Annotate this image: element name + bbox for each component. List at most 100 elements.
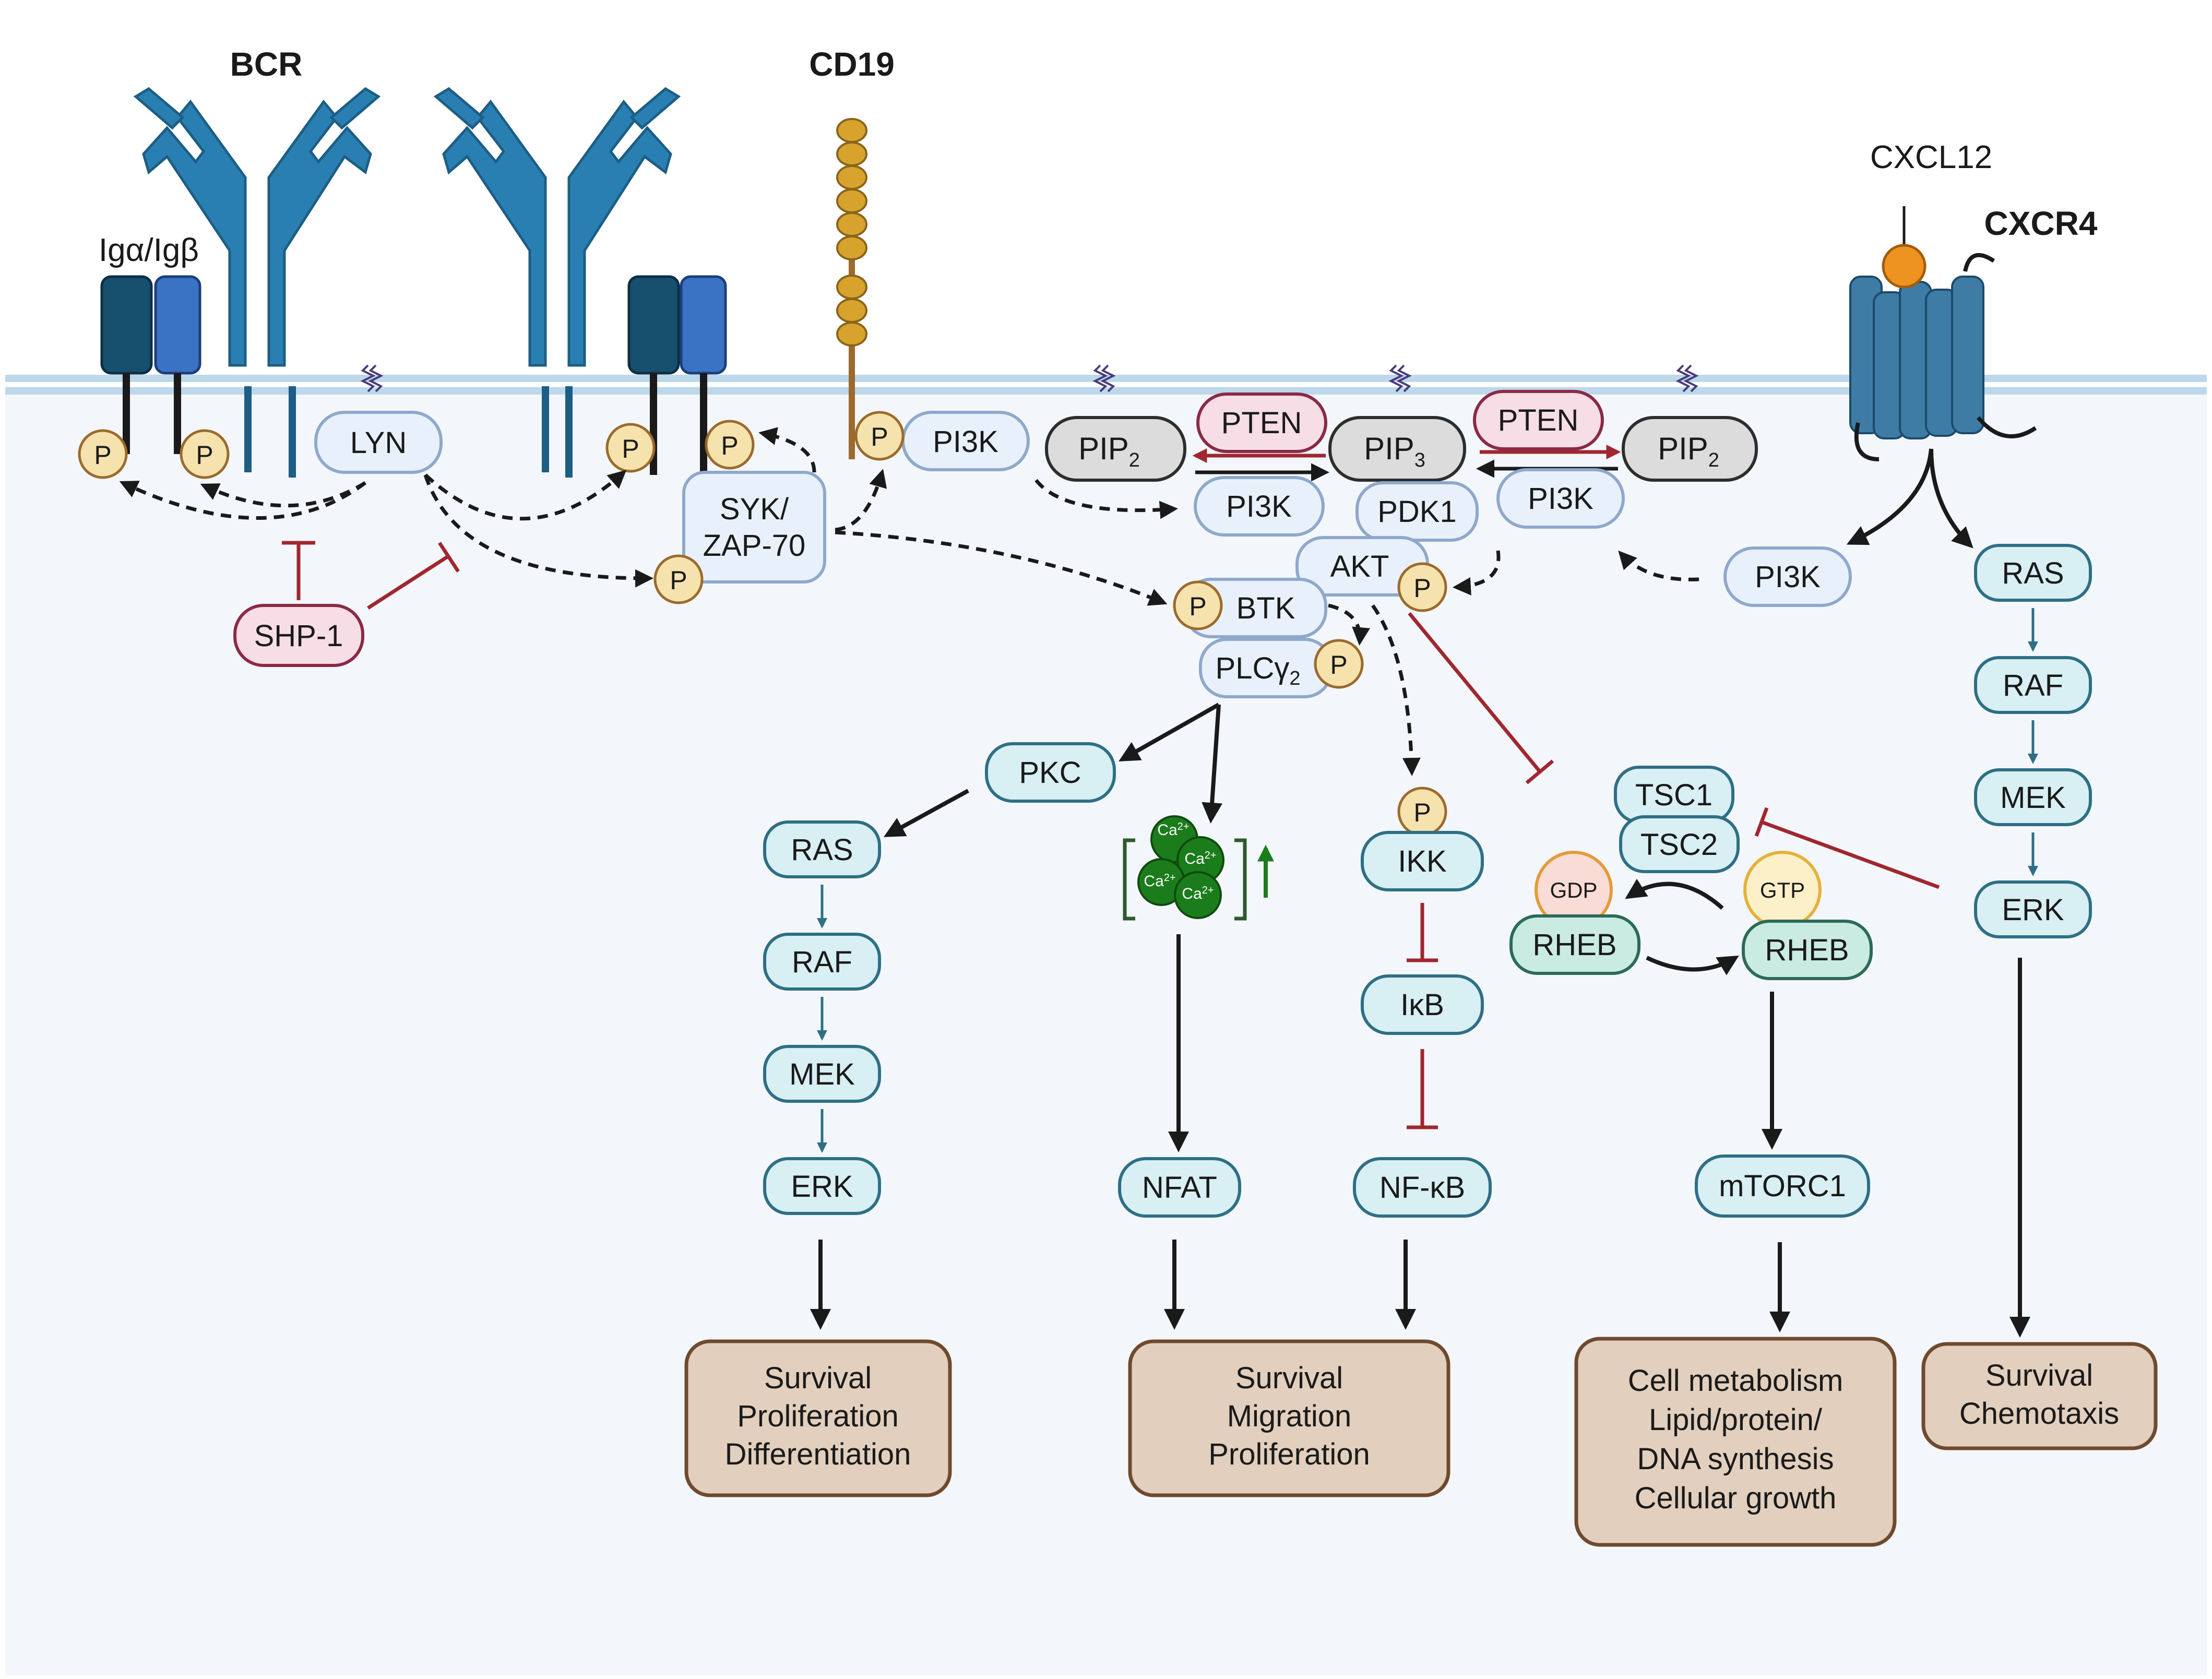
node-pi3k-cd19: PI3K xyxy=(901,411,1030,471)
node-raf-right: RAF xyxy=(1974,656,2092,714)
pip2-to-pi3k xyxy=(1034,479,1178,519)
cxcr4-loop-top xyxy=(1963,253,1995,272)
syk-to-igb-right xyxy=(758,427,816,473)
ikk-ikb-inhibitions xyxy=(1407,903,1438,1129)
pten-right-label: PTEN xyxy=(1498,403,1579,437)
svg-text:P: P xyxy=(871,422,888,451)
p-ikk: P xyxy=(1397,787,1447,837)
cxcr4-pi3k-to-pi3k xyxy=(1618,550,1699,581)
svg-text:RAF: RAF xyxy=(2003,669,2063,702)
syk-label-line1: SYK/ xyxy=(720,492,789,526)
svg-text:Ca2+: Ca2+ xyxy=(1182,885,1214,902)
node-pkc: PKC xyxy=(985,742,1116,803)
akt-label: AKT xyxy=(1330,550,1389,584)
svg-text:ERK: ERK xyxy=(2002,893,2064,927)
svg-text:mTORC1: mTORC1 xyxy=(1719,1169,1846,1203)
lyn-to-iga-right xyxy=(424,470,627,521)
svg-text:Cell metabolism: Cell metabolism xyxy=(1628,1364,1844,1398)
node-mek-right: MEK xyxy=(1974,768,2092,826)
bcr-receptor-left xyxy=(133,87,381,367)
p-btk: P xyxy=(1173,580,1223,630)
p-iga-right: P xyxy=(605,423,656,473)
pdk1-label: PDK1 xyxy=(1377,495,1457,529)
btk-label: BTK xyxy=(1236,591,1295,625)
svg-text:PIP3: PIP3 xyxy=(1364,431,1425,471)
lipid-anchors xyxy=(360,364,1699,392)
svg-text:P: P xyxy=(1330,650,1347,680)
node-ikk: IKK xyxy=(1361,831,1484,891)
calcium-cluster: Ca2+ Ca2+ Ca2+ Ca2+ xyxy=(1123,815,1274,921)
node-pip2-left: PIP2 xyxy=(1045,416,1186,482)
cxcl12-ligand xyxy=(1882,244,1926,289)
svg-text:PLCγ2: PLCγ2 xyxy=(1216,651,1301,689)
cxcr4-mapk-chain: RAS RAF MEK ERK xyxy=(1974,544,2092,938)
bcr-receptor-right xyxy=(433,87,681,367)
svg-text:P: P xyxy=(721,431,738,460)
node-pi3k-cxcr4: PI3K xyxy=(1723,546,1852,607)
svg-text:IKK: IKK xyxy=(1398,844,1447,878)
node-btk: BTK xyxy=(1183,578,1327,638)
btk-to-plcg xyxy=(1328,603,1370,646)
svg-text:P: P xyxy=(670,566,687,595)
outcome-box-1: Survival Proliferation Differentiation xyxy=(684,1339,952,1497)
lyn-to-igb xyxy=(200,481,366,508)
pip2-left-text: PIP xyxy=(1078,431,1129,466)
node-pten-left: PTEN xyxy=(1196,392,1327,453)
shp1-label: SHP-1 xyxy=(254,619,343,653)
svg-text:Differentiation: Differentiation xyxy=(725,1437,911,1471)
svg-text:RHEB: RHEB xyxy=(1765,933,1849,967)
dashed-activations xyxy=(119,427,1699,776)
node-pdk1: PDK1 xyxy=(1355,481,1479,542)
svg-text:P: P xyxy=(622,434,639,463)
node-syk: SYK/ ZAP-70 xyxy=(682,471,826,584)
svg-text:Ca2+: Ca2+ xyxy=(1144,872,1175,890)
svg-text:PIP2: PIP2 xyxy=(1078,431,1140,471)
node-nfkb: NF-κB xyxy=(1353,1157,1492,1218)
node-rheb-gdp: RHEB xyxy=(1509,914,1640,975)
gdp-circle: GDP xyxy=(1535,851,1613,929)
cd19-receptor xyxy=(836,118,867,459)
plcg-outputs xyxy=(883,702,1223,837)
svg-text:P: P xyxy=(1189,592,1206,621)
node-pip3: PIP3 xyxy=(1328,416,1466,482)
node-pi3k-right: PI3K xyxy=(1496,468,1625,529)
pi3k-mid-label: PI3K xyxy=(1226,490,1292,523)
svg-text:RAF: RAF xyxy=(792,945,852,979)
node-ikb: IκB xyxy=(1361,974,1484,1035)
syk-to-btk xyxy=(835,530,1168,606)
p-igb-left: P xyxy=(180,429,230,479)
node-shp1: SHP-1 xyxy=(233,604,364,667)
svg-text:TSC2: TSC2 xyxy=(1640,828,1718,862)
svg-text:NF-κB: NF-κB xyxy=(1379,1171,1465,1205)
node-pi3k-mid: PI3K xyxy=(1194,476,1325,537)
btk-to-ikk xyxy=(1371,604,1421,776)
left-mapk-chain: RAS RAF MEK ERK xyxy=(763,820,881,1215)
p-iga-left: P xyxy=(78,429,128,479)
node-mek-left: MEK xyxy=(763,1045,881,1103)
svg-text:P: P xyxy=(1413,574,1431,603)
svg-text:Chemotaxis: Chemotaxis xyxy=(1959,1397,2119,1431)
node-tsc1: TSC1 xyxy=(1614,766,1734,824)
svg-text:ERK: ERK xyxy=(791,1170,853,1204)
node-raf-left: RAF xyxy=(763,933,881,991)
svg-text:GTP: GTP xyxy=(1760,878,1805,902)
node-ras-left: RAS xyxy=(763,820,881,878)
pi3k-label: PI3K xyxy=(933,425,998,459)
node-ras-right: RAS xyxy=(1974,544,2092,602)
node-tsc2: TSC2 xyxy=(1619,815,1740,873)
membrane-inner xyxy=(5,387,2207,395)
cxcr4-label: CXCR4 xyxy=(1984,205,2098,242)
plcg-sub: 2 xyxy=(1289,668,1300,689)
svg-text:P: P xyxy=(196,440,213,470)
svg-text:RAS: RAS xyxy=(2002,556,2064,590)
iga-igb-left xyxy=(100,275,201,454)
svg-text:IκB: IκB xyxy=(1400,988,1444,1022)
svg-text:RAS: RAS xyxy=(791,833,853,867)
lyn-to-syk xyxy=(423,474,653,588)
pip3-sub: 3 xyxy=(1414,449,1425,471)
cxcl12-label: CXCL12 xyxy=(1870,139,1992,175)
pi3k-right-label: PI3K xyxy=(1528,482,1593,516)
node-lyn: LYN xyxy=(314,411,443,474)
pten-left-label: PTEN xyxy=(1221,406,1302,440)
